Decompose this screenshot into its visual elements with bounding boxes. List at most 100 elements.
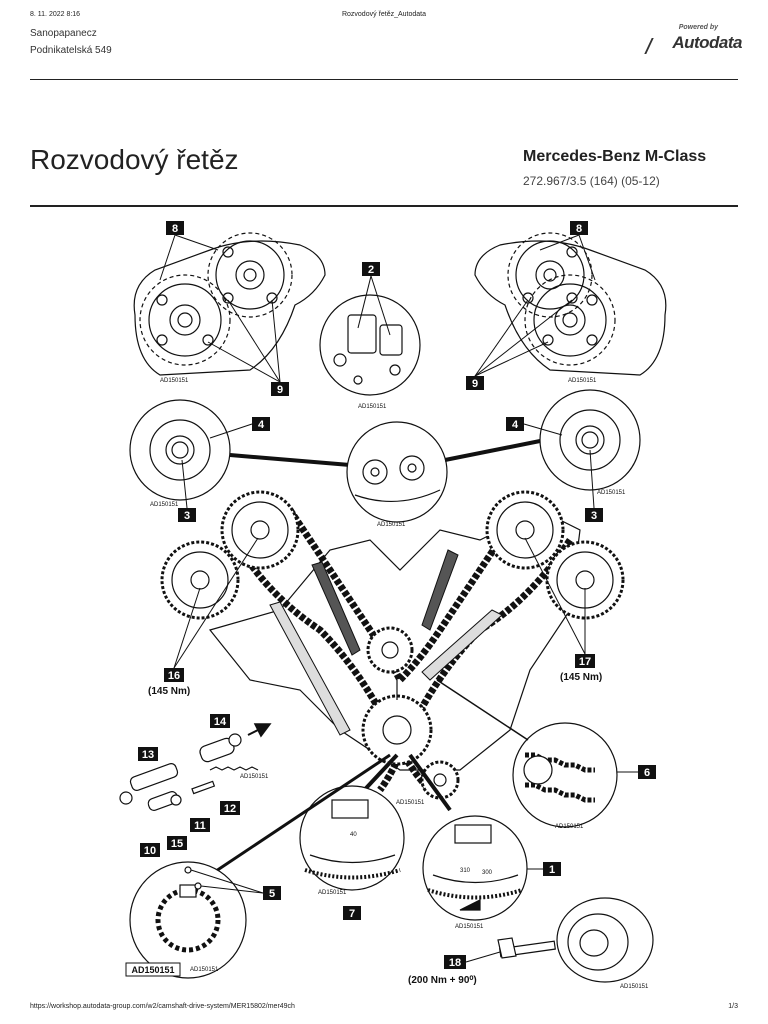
- dial-mark-300: 300: [482, 870, 493, 876]
- pointer-crank-detail: [209, 753, 391, 877]
- pointer-dial-right: [408, 753, 452, 812]
- ref-code-4: AD150151: [150, 502, 179, 508]
- svg-text:12: 12: [224, 803, 236, 815]
- svg-text:AD150151: AD150151: [131, 965, 174, 975]
- svg-text:2: 2: [368, 264, 374, 276]
- callout-17: 17 (145 Nm): [524, 537, 602, 683]
- page-title: Rozvodový řetěz: [30, 144, 239, 175]
- callout-5: 5: [190, 869, 281, 900]
- center-chain-detail: [346, 421, 448, 523]
- torque-17: (145 Nm): [560, 672, 602, 683]
- ref-code-7: AD150151: [396, 800, 425, 806]
- svg-text:4: 4: [258, 419, 265, 431]
- callout-7: 7: [343, 906, 361, 920]
- lower-sprocket: [420, 760, 460, 800]
- chain-guides: [269, 549, 503, 736]
- ref-code-3: AD150151: [568, 378, 597, 384]
- crankshaft-sprocket: [361, 680, 433, 766]
- dial-mark-310: 310: [460, 868, 471, 874]
- footer-url[interactable]: https://workshop.autodata-group.com/w2/c…: [30, 1003, 295, 1010]
- callout-13: 13: [138, 747, 158, 761]
- callout-9-right: 9: [466, 299, 573, 390]
- callout-8-left: 8: [159, 221, 219, 281]
- callout-2: 2: [357, 262, 391, 336]
- svg-text:3: 3: [184, 510, 190, 522]
- callout-12: 12: [220, 801, 240, 815]
- svg-text:13: 13: [142, 749, 154, 761]
- svg-text:10: 10: [144, 845, 156, 857]
- ref-code-11: AD150151: [455, 924, 484, 930]
- ref-code-1: AD150151: [160, 378, 189, 384]
- ref-code-8: AD150151: [240, 774, 269, 780]
- callout-3-left: 3: [178, 459, 196, 522]
- crank-sprocket-detail: [129, 861, 247, 979]
- title-divider: [30, 205, 738, 207]
- svg-text:15: 15: [171, 838, 183, 850]
- vehicle-code: 272.967/3.5 (164) (05-12): [523, 174, 660, 188]
- bolt-detail-right: [539, 389, 641, 491]
- chain-detail: [512, 722, 618, 828]
- svg-text:17: 17: [579, 656, 591, 668]
- address-line-2: Podnikatelská 549: [30, 45, 112, 56]
- svg-text:5: 5: [269, 888, 275, 900]
- autodata-logo: Powered by Autodata: [644, 24, 742, 58]
- ref-code-10: AD150151: [318, 890, 347, 896]
- camshaft-adjusters-left: [133, 232, 326, 376]
- ref-code-5: AD150151: [377, 522, 406, 528]
- svg-text:9: 9: [277, 384, 283, 396]
- ref-code-boxed: AD150151: [125, 962, 181, 977]
- svg-text:11: 11: [194, 820, 206, 832]
- header-divider: [30, 79, 738, 80]
- ref-code-12: AD150151: [190, 967, 219, 973]
- svg-text:8: 8: [172, 223, 178, 235]
- logo-powered-text: Powered by: [678, 24, 718, 31]
- link-line-right: [444, 438, 546, 462]
- callout-4-left: 4: [209, 417, 270, 439]
- camshaft-adjusters-right: [474, 232, 667, 376]
- dial-detail-left: [299, 785, 405, 891]
- chain-detail-pointer: [436, 679, 529, 741]
- ref-code-2: AD150151: [358, 404, 387, 410]
- svg-text:6: 6: [644, 767, 650, 779]
- crank-pulley: [556, 897, 654, 983]
- idler-sprocket: [366, 626, 414, 674]
- callout-6: 6: [617, 765, 656, 779]
- vehicle-name: Mercedes-Benz M-Class: [523, 148, 707, 165]
- callout-1: 1: [527, 862, 561, 876]
- callout-18: 18 (200 Nm + 90⁰): [408, 951, 501, 986]
- link-line-left: [229, 453, 351, 467]
- callout-14: 14: [210, 714, 230, 728]
- callout-4-right: 4: [506, 417, 563, 436]
- callout-15: 15: [167, 836, 187, 850]
- sprocket-exhaust-right: [545, 540, 625, 620]
- callout-11: 11: [190, 818, 210, 832]
- svg-text:3: 3: [591, 510, 597, 522]
- svg-text:14: 14: [214, 716, 227, 728]
- tensioner-arrow: [247, 723, 272, 738]
- timing-chain-diagram: 8 9 AD150151 2 AD150151: [119, 221, 667, 990]
- bolt-detail-left: [129, 399, 231, 501]
- svg-text:18: 18: [449, 957, 461, 969]
- torque-16: (145 Nm): [148, 686, 190, 697]
- print-title: Rozvodový řetěz_Autodata: [341, 11, 427, 18]
- dial-mark-40: 40: [350, 832, 357, 838]
- sprocket-exhaust-left: [160, 540, 240, 620]
- sensor-detail: [319, 294, 421, 396]
- svg-text:4: 4: [512, 419, 519, 431]
- print-date: 8. 11. 2022 8:16: [30, 11, 81, 18]
- tensioner-parts: [119, 733, 259, 811]
- ref-code-6: AD150151: [597, 490, 626, 496]
- address-line-1: Sanopapanecz: [30, 28, 97, 39]
- ref-code-13: AD150151: [620, 984, 649, 990]
- svg-text:1: 1: [549, 864, 555, 876]
- callout-16: 16 (145 Nm): [148, 537, 259, 697]
- sprocket-intake-left: [220, 490, 300, 570]
- torque-18: (200 Nm + 90⁰): [408, 975, 477, 986]
- callout-3-right: 3: [585, 449, 603, 522]
- callout-9-left: 9: [207, 299, 289, 396]
- logo-swoosh-icon: [644, 38, 668, 54]
- ref-code-9: AD150151: [555, 824, 584, 830]
- crank-bolt: [497, 937, 556, 959]
- footer-page-number: 1/3: [728, 1003, 738, 1010]
- svg-text:16: 16: [168, 670, 180, 682]
